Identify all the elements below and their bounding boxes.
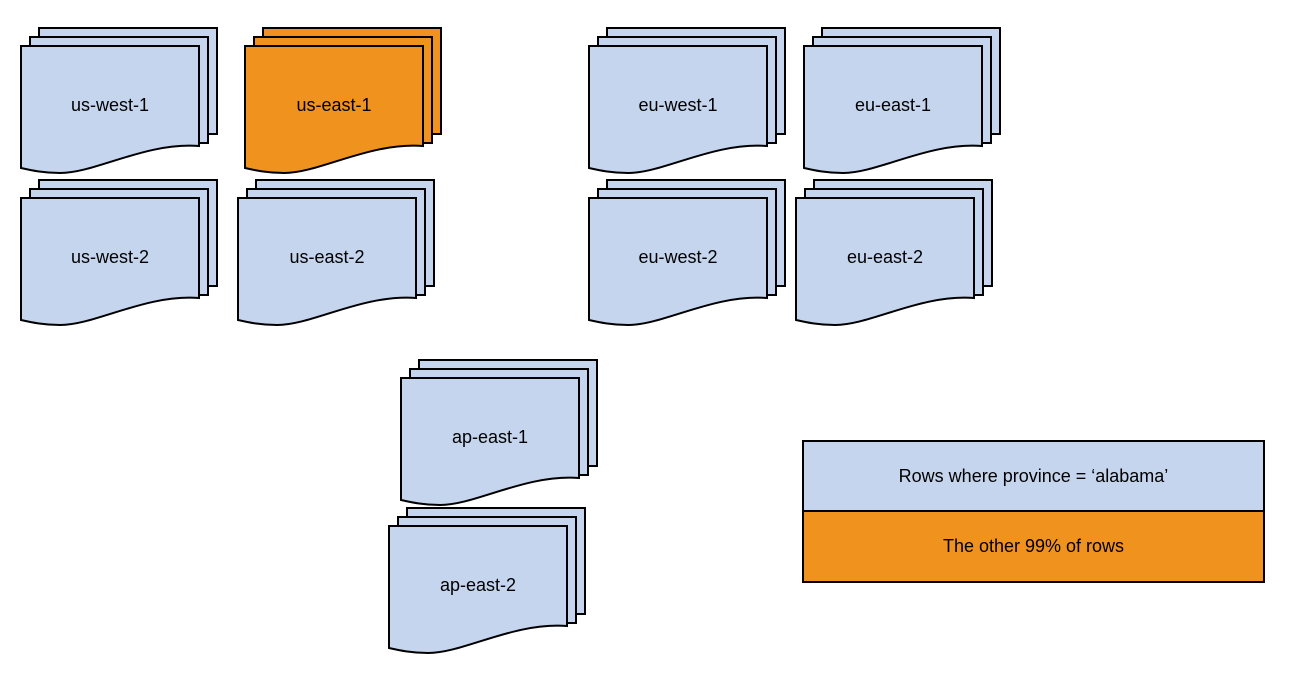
- legend: Rows where province = ‘alabama’ The othe…: [802, 440, 1265, 583]
- doc-stack-ap-east-1[interactable]: ap-east-1: [400, 359, 600, 517]
- legend-row-alabama: Rows where province = ‘alabama’: [804, 442, 1263, 513]
- doc-stack-shape: [803, 27, 1001, 175]
- doc-stack-shape: [20, 27, 218, 175]
- legend-row-other: The other 99% of rows: [804, 512, 1263, 581]
- doc-sheet-front: [588, 197, 768, 327]
- doc-stack-us-east-1[interactable]: us-east-1: [244, 27, 444, 185]
- doc-stack-shape: [588, 179, 786, 327]
- doc-stack-shape: [20, 179, 218, 327]
- doc-sheet-front: [400, 377, 580, 507]
- doc-sheet-front: [20, 45, 200, 175]
- doc-stack-us-west-2[interactable]: us-west-2: [20, 179, 220, 337]
- doc-stack-eu-west-1[interactable]: eu-west-1: [588, 27, 788, 185]
- legend-label-alabama: Rows where province = ‘alabama’: [898, 465, 1169, 486]
- doc-stack-ap-east-2[interactable]: ap-east-2: [388, 507, 588, 665]
- doc-stack-shape: [795, 179, 993, 327]
- doc-stack-shape: [400, 359, 598, 507]
- doc-sheet-front: [237, 197, 417, 327]
- doc-stack-us-east-2[interactable]: us-east-2: [237, 179, 437, 337]
- doc-sheet-front: [388, 525, 568, 655]
- doc-sheet-front: [244, 45, 424, 175]
- doc-stack-shape: [388, 507, 586, 655]
- doc-sheet-front: [20, 197, 200, 327]
- doc-stack-shape: [237, 179, 435, 327]
- doc-stack-eu-east-2[interactable]: eu-east-2: [795, 179, 995, 337]
- doc-stack-eu-east-1[interactable]: eu-east-1: [803, 27, 1003, 185]
- doc-stack-shape: [244, 27, 442, 175]
- doc-sheet-front: [795, 197, 975, 327]
- doc-sheet-front: [803, 45, 983, 175]
- doc-stack-eu-west-2[interactable]: eu-west-2: [588, 179, 788, 337]
- doc-sheet-front: [588, 45, 768, 175]
- doc-stack-us-west-1[interactable]: us-west-1: [20, 27, 220, 185]
- doc-stack-shape: [588, 27, 786, 175]
- legend-label-other: The other 99% of rows: [942, 536, 1125, 557]
